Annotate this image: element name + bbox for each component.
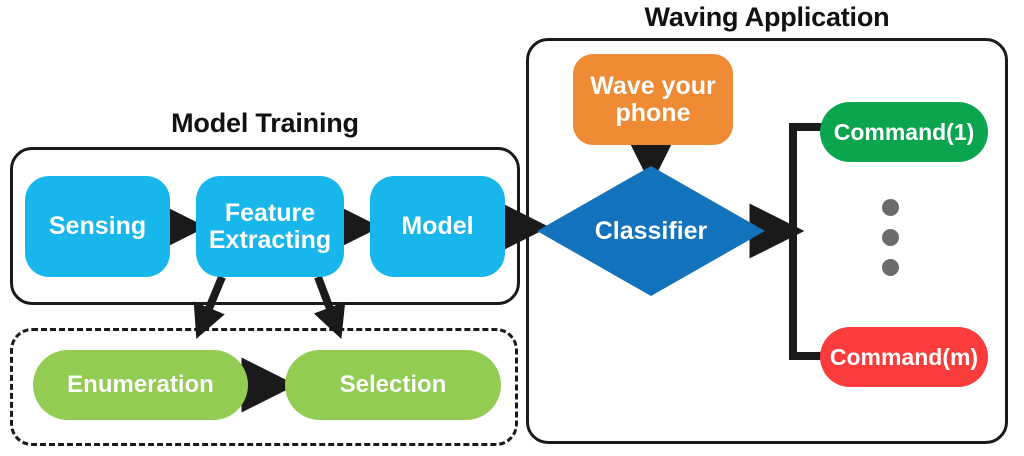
node-selection[interactable]: Selection (285, 350, 501, 420)
node-classifier[interactable]: Classifier (537, 166, 765, 296)
node-feature-extracting-label: Feature Extracting (208, 198, 332, 254)
node-classifier-label: Classifier (594, 216, 708, 245)
node-model-label: Model (401, 212, 474, 240)
node-wave-your-phone-label: Wave your phone (590, 71, 716, 127)
node-wave-your-phone[interactable]: Wave your phone (573, 54, 733, 145)
node-command-last[interactable]: Command(m) (820, 327, 988, 387)
node-command-last-label: Command(m) (829, 343, 979, 370)
node-wave-your-phone-label-line1: Wave your (590, 71, 716, 100)
model-training-title: Model Training (171, 108, 359, 138)
node-enumeration[interactable]: Enumeration (33, 350, 248, 420)
node-model[interactable]: Model (370, 176, 505, 277)
ellipsis-dot-1 (882, 199, 899, 216)
node-sensing-label: Sensing (48, 212, 147, 240)
node-feature-extracting-label-line2: Extracting (208, 225, 332, 254)
node-selection-label: Selection (339, 371, 447, 399)
node-enumeration-label: Enumeration (67, 371, 214, 399)
ellipsis-dot-2 (882, 229, 899, 246)
node-wave-your-phone-label-line2: phone (615, 98, 691, 127)
node-feature-extracting-label-line1: Feature (224, 198, 316, 227)
node-command-first-label: Command(1) (833, 118, 975, 145)
node-command-first[interactable]: Command(1) (820, 102, 988, 162)
waving-application-title: Waving Application (644, 2, 890, 32)
ellipsis-dot-3 (882, 259, 899, 276)
node-sensing[interactable]: Sensing (25, 176, 170, 277)
node-feature-extracting[interactable]: Feature Extracting (196, 176, 344, 277)
